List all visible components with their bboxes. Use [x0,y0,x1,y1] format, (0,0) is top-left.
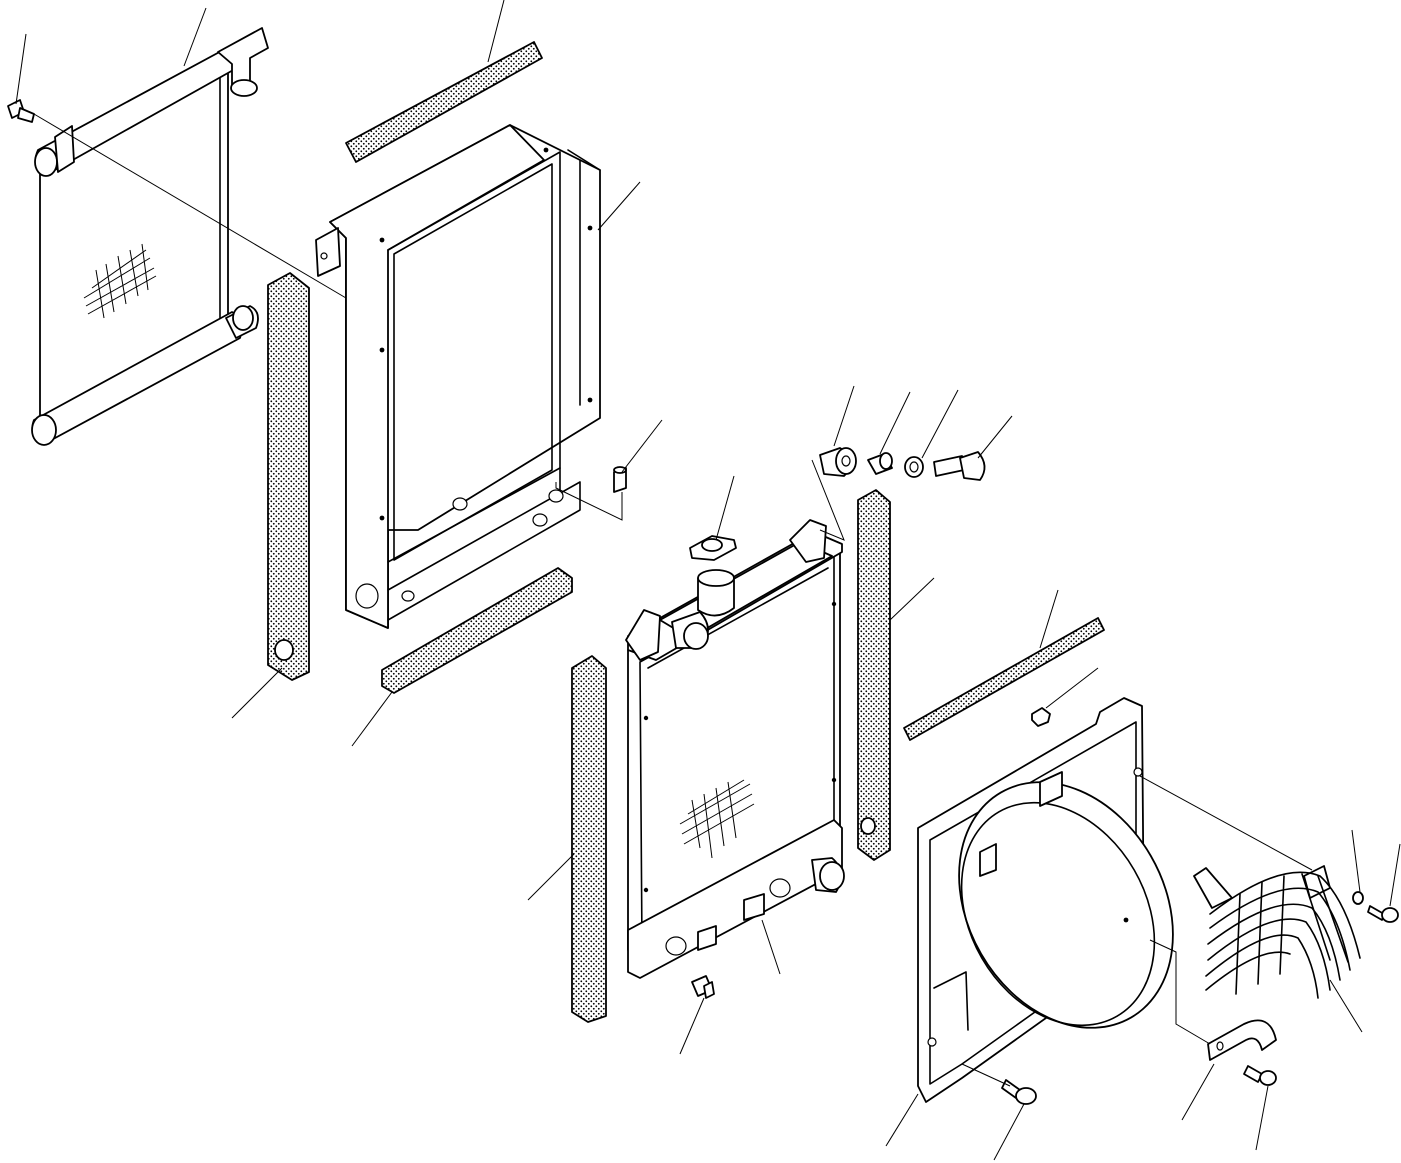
seal-strip-left-vertical[interactable] [267,272,310,681]
fan-guard[interactable] [1193,865,1361,999]
seal-strip-top[interactable] [345,41,543,163]
condenser-core[interactable] [31,27,269,446]
radiator-cap[interactable] [689,535,737,561]
spacer-icon[interactable] [613,466,627,493]
seal-strip-center-vertical[interactable] [571,655,607,1023]
bolt-icon[interactable] [1243,1065,1277,1086]
bolt-icon[interactable] [1367,905,1399,923]
assembly-lines [33,113,1313,1087]
condenser-frame[interactable] [315,124,601,629]
bolt-icon[interactable] [1001,1079,1037,1105]
fan-shroud[interactable] [916,697,1216,1103]
washer-icon[interactable] [1352,891,1364,905]
mounting-cushion-set[interactable] [819,447,986,481]
nut-icon[interactable] [1031,707,1051,727]
radiator[interactable] [625,519,845,979]
seal-strip-right-vertical[interactable] [857,489,891,861]
mounting-bracket[interactable] [1207,1019,1277,1061]
seal-strip-mid-bottom[interactable] [381,567,573,694]
seal-strip-shroud-top[interactable] [903,617,1105,741]
leader-lines [15,0,1401,1161]
bolt-icon[interactable] [691,975,715,999]
bolt-icon[interactable] [7,99,35,123]
